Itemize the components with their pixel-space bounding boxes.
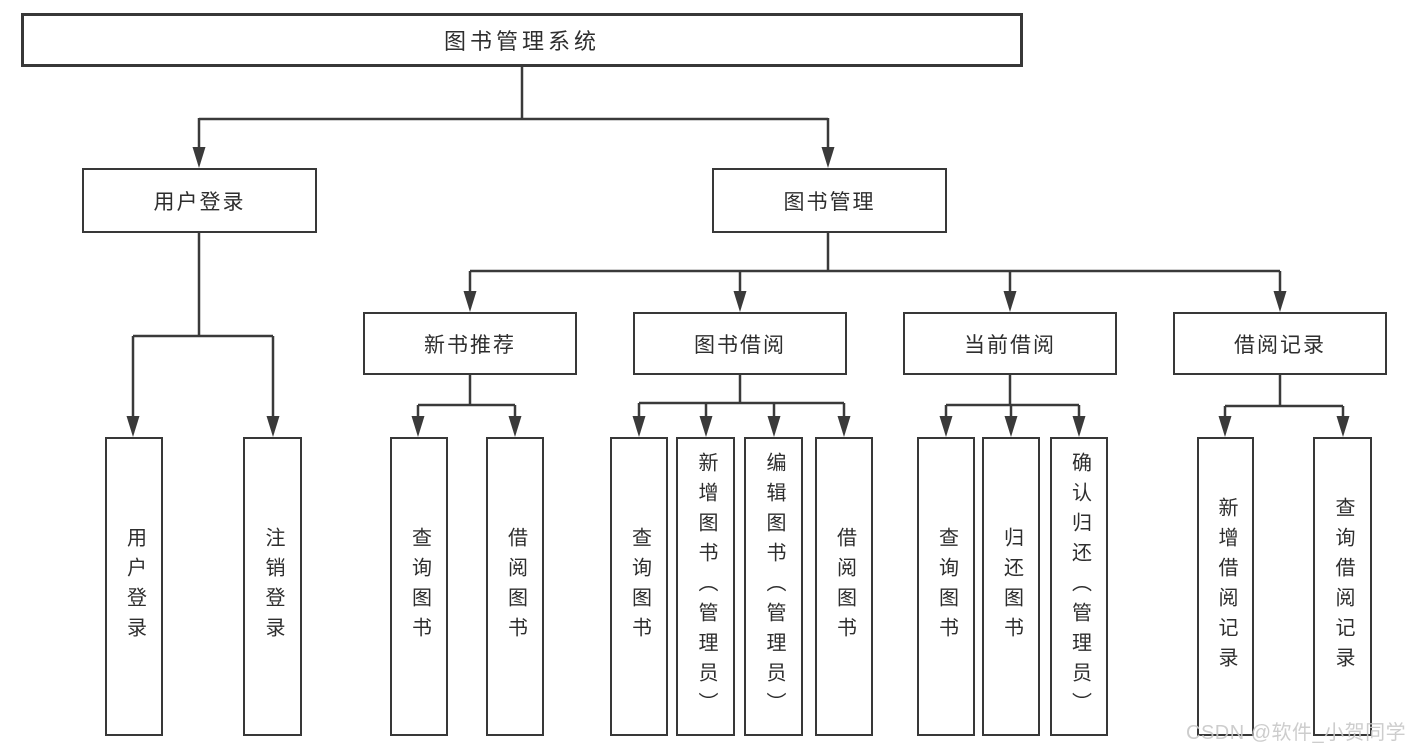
arrowhead (699, 416, 713, 437)
arrowhead (632, 416, 646, 437)
node-borrowing-records-label: 借阅记录 (1234, 333, 1326, 357)
leaf-query-borrow-record: 查询借阅记录 (1313, 437, 1372, 736)
arrowhead (837, 416, 851, 437)
arrowhead (192, 147, 206, 168)
node-current-borrowing: 当前借阅 (903, 312, 1117, 375)
leaf-add-book-admin-label: 新增图书（管理员） (695, 451, 717, 722)
leaf-borrow-books-recommend: 借阅图书 (486, 437, 544, 736)
node-user-login-label: 用户登录 (153, 190, 246, 214)
node-book-management-label: 图书管理 (783, 190, 876, 214)
leaf-query-books-recommend: 查询图书 (390, 437, 448, 736)
arrowhead (1003, 291, 1017, 312)
arrowhead (1273, 291, 1287, 312)
node-user-login: 用户登录 (82, 168, 317, 233)
leaf-query-books-borrowing-label: 查询图书 (628, 526, 651, 647)
leaf-return-book-label: 归还图书 (1000, 526, 1023, 647)
leaf-query-books-recommend-label: 查询图书 (408, 526, 431, 647)
leaf-edit-book-admin-label: 编辑图书（管理员） (763, 451, 785, 722)
leaf-add-borrow-record: 新增借阅记录 (1197, 437, 1254, 736)
leaf-query-books-current-label: 查询图书 (935, 526, 958, 647)
leaf-return-book: 归还图书 (982, 437, 1040, 736)
node-book-management: 图书管理 (712, 168, 947, 233)
leaf-query-books-current: 查询图书 (917, 437, 975, 736)
leaf-confirm-return-admin: 确认归还（管理员） (1050, 437, 1108, 736)
leaf-logout-label: 注销登录 (262, 526, 284, 647)
node-root: 图书管理系统 (21, 13, 1023, 67)
arrowhead (767, 416, 781, 437)
leaf-user-login-label: 用户登录 (123, 526, 146, 647)
leaf-confirm-return-admin-label: 确认归还（管理员） (1068, 451, 1091, 722)
node-book-borrowing: 图书借阅 (633, 312, 847, 375)
csdn-watermark: CSDN @软件_小贺同学 (1186, 722, 1405, 744)
arrowhead (939, 416, 953, 437)
arrowhead (821, 147, 835, 168)
leaf-borrow-books-borrowing-label: 借阅图书 (833, 526, 856, 647)
leaf-edit-book-admin: 编辑图书（管理员） (744, 437, 803, 736)
leaf-add-borrow-record-label: 新增借阅记录 (1215, 496, 1237, 677)
arrowhead (411, 416, 425, 437)
leaf-borrow-books-borrowing: 借阅图书 (815, 437, 873, 736)
arrowhead (733, 291, 747, 312)
arrowhead (1072, 416, 1086, 437)
leaf-query-borrow-record-label: 查询借阅记录 (1332, 496, 1354, 677)
node-root-label: 图书管理系统 (443, 29, 600, 54)
node-current-borrowing-label: 当前借阅 (964, 333, 1056, 357)
arrowhead (1336, 416, 1350, 437)
arrowhead (126, 416, 140, 437)
arrowhead (508, 416, 522, 437)
node-book-borrowing-label: 图书借阅 (694, 333, 786, 357)
node-new-book-recommend: 新书推荐 (363, 312, 577, 375)
leaf-borrow-books-recommend-label: 借阅图书 (504, 526, 527, 647)
leaf-add-book-admin: 新增图书（管理员） (676, 437, 735, 736)
leaf-logout: 注销登录 (243, 437, 302, 736)
leaf-user-login: 用户登录 (105, 437, 163, 736)
node-borrowing-records: 借阅记录 (1173, 312, 1387, 375)
leaf-query-books-borrowing: 查询图书 (610, 437, 668, 736)
arrowhead (266, 416, 280, 437)
arrowhead (1218, 416, 1232, 437)
arrowhead (1004, 416, 1018, 437)
node-new-book-recommend-label: 新书推荐 (424, 333, 516, 357)
arrowhead (463, 291, 477, 312)
